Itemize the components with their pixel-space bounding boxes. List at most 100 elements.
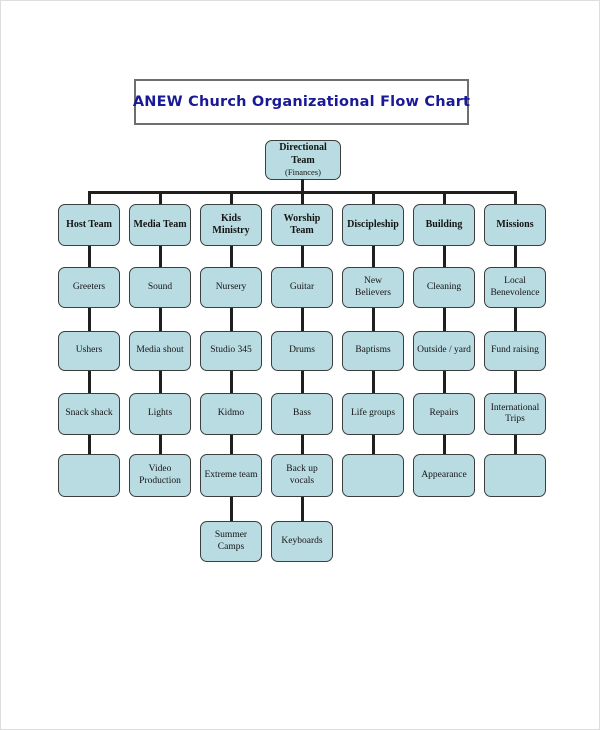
connector-segment (301, 497, 304, 521)
connector-segment (230, 371, 233, 393)
org-node (484, 454, 546, 497)
org-node-label: Baptisms (355, 345, 391, 356)
connector-segment (514, 435, 517, 454)
connector-segment (159, 371, 162, 393)
connector-segment (514, 308, 517, 331)
org-node: Media shout (129, 331, 191, 371)
connector-segment (372, 246, 375, 267)
org-node: Guitar (271, 267, 333, 308)
org-node-label: Outside / yard (417, 345, 471, 356)
connector-segment (301, 246, 304, 267)
org-node-label: Extreme team (204, 469, 258, 480)
org-node: New Believers (342, 267, 404, 308)
org-node: Video Production (129, 454, 191, 497)
org-node: Appearance (413, 454, 475, 497)
connector-segment (301, 308, 304, 331)
connector-segment (230, 308, 233, 331)
connector-segment (443, 371, 446, 393)
connector-segment (443, 435, 446, 454)
org-node-header: Host Team (58, 204, 120, 246)
org-node: Studio 345 (200, 331, 262, 371)
connector-segment (301, 435, 304, 454)
org-node: Life groups (342, 393, 404, 435)
org-node-label: Appearance (421, 469, 467, 480)
connector-drop (159, 191, 162, 204)
org-node-label: Media Team (133, 219, 187, 231)
connector-segment (514, 371, 517, 393)
org-node-label: Ushers (75, 345, 103, 356)
org-node-header: Worship Team (271, 204, 333, 246)
org-node (58, 454, 120, 497)
connector-segment (372, 371, 375, 393)
org-node (342, 454, 404, 497)
org-node: Keyboards (271, 521, 333, 562)
org-node: Summer Camps (200, 521, 262, 562)
org-node: Lights (129, 393, 191, 435)
org-node-label: Keyboards (281, 535, 323, 546)
org-node: Nursery (200, 267, 262, 308)
connector-segment (88, 435, 91, 454)
org-node-label: Local Benevolence (490, 276, 540, 298)
connector-drop (301, 191, 304, 204)
org-node: Local Benevolence (484, 267, 546, 308)
org-node-label: Back up vocals (286, 464, 318, 486)
org-node-header: Kids Ministry (200, 204, 262, 246)
org-node-label: Sound (147, 281, 173, 292)
org-node-header: Media Team (129, 204, 191, 246)
org-node: Outside / yard (413, 331, 475, 371)
connector-root-stem (301, 179, 304, 194)
org-node-label: Kids Ministry (212, 213, 250, 236)
org-node: Fund raising (484, 331, 546, 371)
org-node-label: Bass (293, 408, 311, 419)
org-node: Snack shack (58, 393, 120, 435)
org-node: Sound (129, 267, 191, 308)
connector-segment (372, 435, 375, 454)
org-node-label: Cleaning (426, 281, 462, 292)
connector-drop (372, 191, 375, 204)
org-node-header: Building (413, 204, 475, 246)
connector-drop (88, 191, 91, 204)
org-node-label: Kidmo (217, 408, 245, 419)
org-node: International Trips (484, 393, 546, 435)
org-node-label: Repairs (429, 408, 459, 419)
connector-segment (230, 497, 233, 521)
org-node-label: Greeters (72, 281, 106, 292)
root-node: Directional Team (Finances) (265, 140, 341, 180)
org-node-label: Summer Camps (214, 530, 248, 552)
org-node: Greeters (58, 267, 120, 308)
connector-segment (88, 371, 91, 393)
org-node: Extreme team (200, 454, 262, 497)
connector-segment (159, 308, 162, 331)
connector-segment (301, 371, 304, 393)
connector-segment (372, 308, 375, 331)
connector-drop (230, 191, 233, 204)
org-node-label: Snack shack (65, 408, 113, 419)
org-node-label: Building (425, 219, 463, 231)
connector-segment (443, 308, 446, 331)
org-node: Bass (271, 393, 333, 435)
connector-segment (88, 308, 91, 331)
org-node-label: Missions (496, 219, 534, 231)
org-node-label: Studio 345 (210, 345, 252, 356)
root-title: Directional Team (279, 142, 327, 166)
org-node-label: Video Production (139, 464, 181, 486)
org-node: Drums (271, 331, 333, 371)
org-node-label: International Trips (490, 402, 540, 424)
org-node-label: Host Team (66, 219, 112, 231)
org-node-label: Media shout (136, 345, 184, 356)
org-node: Baptisms (342, 331, 404, 371)
connector-segment (230, 435, 233, 454)
root-subtitle: (Finances) (285, 167, 321, 178)
org-node: Ushers (58, 331, 120, 371)
connector-drop (514, 191, 517, 204)
connector-segment (230, 246, 233, 267)
org-node-header: Discipleship (342, 204, 404, 246)
connector-drop (443, 191, 446, 204)
chart-title: ANEW Church Organizational Flow Chart (132, 94, 471, 110)
connector-segment (443, 246, 446, 267)
org-node: Kidmo (200, 393, 262, 435)
org-node-label: Life groups (350, 408, 396, 419)
org-node-label: Lights (147, 408, 173, 419)
